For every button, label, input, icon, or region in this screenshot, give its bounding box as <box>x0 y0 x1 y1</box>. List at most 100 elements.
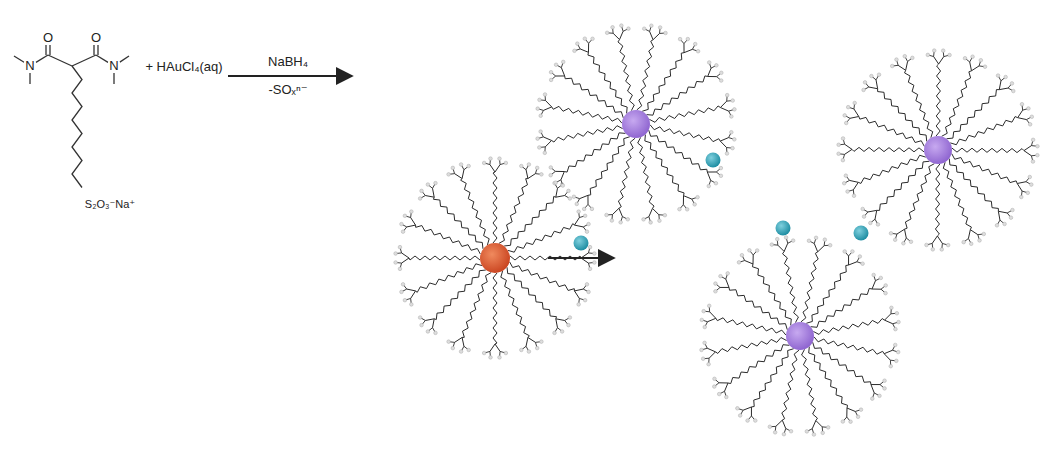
hydrogen-atom <box>726 272 730 276</box>
hydrogen-atom <box>535 166 539 170</box>
hydrogen-atom <box>861 262 865 266</box>
hydrogen-atom <box>1036 153 1040 157</box>
hydrogen-atom <box>894 327 898 331</box>
ligand-chain <box>618 40 634 111</box>
amide-branch <box>937 236 942 243</box>
hydrogen-atom <box>736 407 740 411</box>
hydrogen-atom <box>719 174 723 178</box>
atom-label: N <box>24 59 35 73</box>
hydrogen-atom <box>731 99 735 103</box>
hydrogen-atom <box>520 348 524 352</box>
hydrogen-atom <box>642 218 646 222</box>
chemical-bond <box>96 55 108 62</box>
amide-branch <box>1017 183 1022 191</box>
hydrogen-atom <box>775 237 779 241</box>
hydrogen-atom <box>737 261 741 265</box>
ligand-chain <box>461 179 490 245</box>
hydrogen-atom <box>784 236 788 240</box>
hydrogen-atom <box>447 340 451 344</box>
hydrogen-atom <box>890 306 894 310</box>
hydrogen-atom <box>549 70 553 74</box>
ligand-chain <box>950 117 1017 145</box>
hydrogen-atom <box>1028 123 1032 127</box>
hydrogen-atom <box>620 24 624 28</box>
ligand-chain <box>642 53 684 112</box>
hydrogen-atom <box>805 430 809 434</box>
amide-branch <box>720 101 726 107</box>
hydrogen-atom <box>696 195 700 199</box>
hydrogen-atom <box>1028 175 1032 179</box>
amide-branch <box>725 383 728 391</box>
hydrogen-atom <box>1004 75 1008 79</box>
hydrogen-atom <box>398 267 402 271</box>
amide-branch <box>556 319 565 321</box>
hydrogen-atom <box>1003 222 1007 226</box>
hydrogen-atom <box>400 222 404 226</box>
amide-branch <box>871 385 874 393</box>
hydrogen-atom <box>841 420 845 424</box>
hydrogen-atom <box>1027 107 1031 111</box>
amide-branch <box>561 68 564 76</box>
hydrogen-atom <box>1029 183 1033 187</box>
hydrogen-atom <box>394 252 398 256</box>
amide-branch <box>753 255 754 264</box>
ligand-chain <box>508 224 574 253</box>
ligand-chain <box>905 164 935 230</box>
hydrogen-atom <box>807 239 811 243</box>
ligand-chain <box>942 71 972 137</box>
hydrogen-atom <box>703 341 707 345</box>
nanoparticle-cores <box>480 110 952 350</box>
hydrogen-atom <box>843 114 847 118</box>
ligand-chain <box>802 349 818 420</box>
hydrogen-atom <box>434 331 438 335</box>
amide-branch <box>683 196 684 205</box>
hydrogen-atom <box>593 261 597 265</box>
hydrogen-atom <box>554 63 558 67</box>
hydrogen-atom <box>1036 144 1040 148</box>
amide-branch <box>556 196 565 198</box>
hydrogen-atom <box>1030 115 1034 119</box>
hydrogen-atom <box>738 414 742 418</box>
amide-branch <box>850 180 859 182</box>
hydrogen-atom <box>1031 160 1035 164</box>
amide-branch <box>526 337 528 346</box>
hydrogen-atom <box>553 331 557 335</box>
hydrogen-atom <box>995 224 999 228</box>
ligand-chain <box>936 64 940 136</box>
reagent-label: -SOₓⁿ⁻ <box>268 83 309 97</box>
amide-branch <box>999 88 1008 90</box>
amide-branch <box>970 230 978 235</box>
amide-branch <box>528 337 536 342</box>
hydrogen-atom <box>858 255 862 259</box>
hydrogen-atom <box>1031 138 1035 142</box>
hydrogen-atom <box>1020 102 1024 106</box>
ligand-chain <box>637 40 654 110</box>
hydrogen-atom <box>725 93 729 97</box>
hydrogen-atom <box>403 298 407 302</box>
hydrogen-atom <box>700 318 704 322</box>
hydrogen-atom <box>573 49 577 53</box>
ligand-chain <box>813 319 884 335</box>
amide-branch <box>684 49 692 52</box>
hydrogen-atom <box>983 65 987 69</box>
amide-branch <box>968 230 970 239</box>
ligand-chain <box>510 256 581 260</box>
hydrogen-atom <box>426 183 430 187</box>
amide-branch <box>708 68 711 76</box>
hydrogen-atom <box>746 419 750 423</box>
formula-label: + HAuCl₄(aq) <box>144 60 223 74</box>
hydrogen-atom <box>715 64 719 68</box>
hydrogen-atom <box>861 207 865 211</box>
hydrogen-atom <box>962 240 966 244</box>
hydrogen-atom <box>1012 89 1016 93</box>
hydrogen-atom <box>626 217 630 221</box>
hydrogen-atom <box>520 164 524 168</box>
amide-branch <box>649 208 653 216</box>
ligand-chain <box>650 125 720 142</box>
hydrogen-atom <box>902 241 906 245</box>
hydrogen-atom <box>889 232 893 236</box>
hydrogen-atom <box>720 71 724 75</box>
ligand-chain <box>858 155 925 183</box>
amide-branch <box>433 319 435 328</box>
hydrogen-atom <box>575 202 579 206</box>
